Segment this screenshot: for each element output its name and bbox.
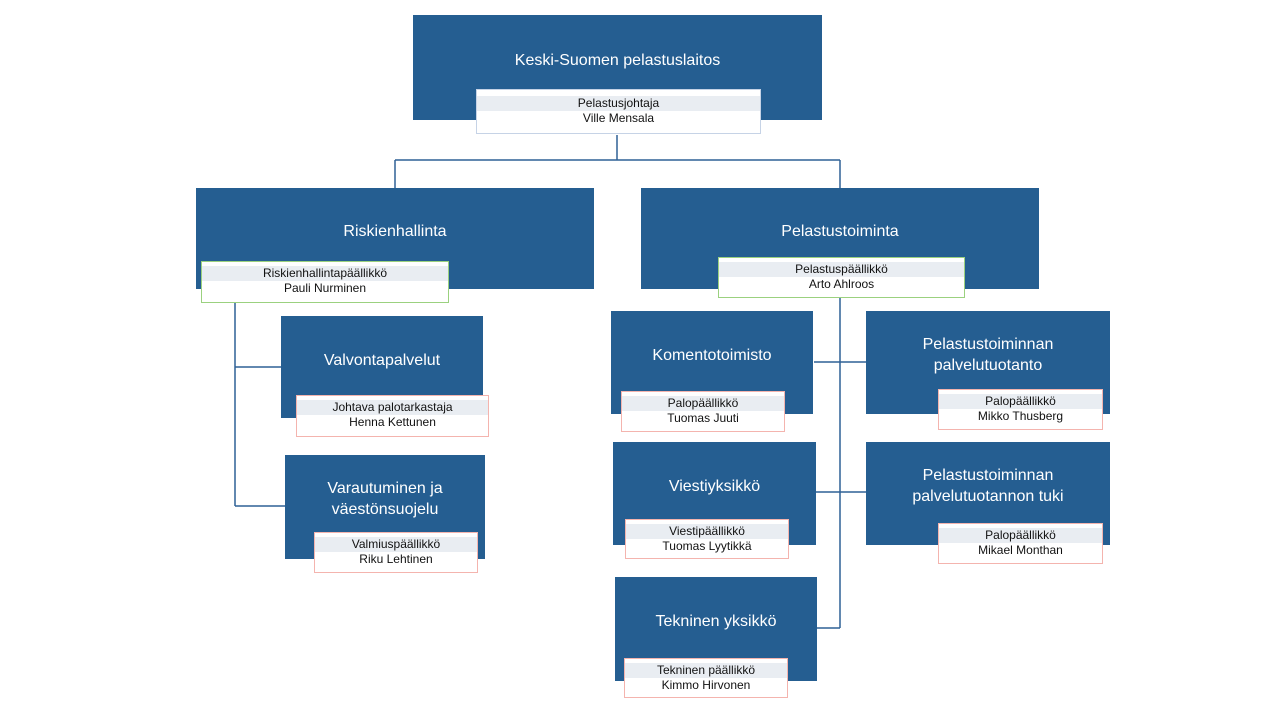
role-label: Pelastusjohtaja bbox=[477, 96, 760, 111]
unit-title: Pelastustoiminta bbox=[781, 223, 899, 240]
unit-pelastustoiminta: Pelastustoiminta bbox=[641, 188, 1039, 289]
card-palopaallikko-komentotoimisto: Palopäällikkö Tuomas Juuti bbox=[621, 391, 785, 432]
unit-title-line2: väestönsuojelu bbox=[331, 501, 439, 518]
person-name: Arto Ahlroos bbox=[808, 277, 875, 291]
person-name: Kimmo Hirvonen bbox=[661, 678, 751, 692]
card-palopaallikko-palvelutuotanto: Palopäällikkö Mikko Thusberg bbox=[938, 389, 1103, 430]
card-pelastusjohtaja: Pelastusjohtaja Ville Mensala bbox=[476, 89, 761, 134]
card-pelastuspaallikko: Pelastuspäällikkö Arto Ahlroos bbox=[718, 257, 965, 298]
unit-title-line2: palvelutuotannon tuki bbox=[912, 488, 1064, 505]
card-riskienhallintapaallikko: Riskienhallintapäällikkö Pauli Nurminen bbox=[201, 261, 449, 303]
role-label: Tekninen päällikkö bbox=[625, 663, 787, 678]
role-label: Viestipäällikkö bbox=[626, 524, 788, 539]
unit-title: Komentotoimisto bbox=[652, 347, 772, 364]
person-name: Mikko Thusberg bbox=[977, 409, 1064, 423]
unit-title-line2: palvelutuotanto bbox=[933, 357, 1043, 374]
person-name: Henna Kettunen bbox=[349, 415, 436, 429]
unit-title: Valvontapalvelut bbox=[323, 352, 441, 369]
person-name: Tuomas Lyytikkä bbox=[662, 539, 752, 553]
role-label: Palopäällikkö bbox=[939, 394, 1102, 409]
role-label: Palopäällikkö bbox=[622, 396, 784, 411]
unit-title: Riskienhallinta bbox=[343, 223, 447, 240]
role-label: Palopäällikkö bbox=[939, 528, 1102, 543]
role-label: Pelastuspäällikkö bbox=[719, 262, 964, 277]
unit-title: Viestiyksikkö bbox=[668, 478, 761, 495]
unit-title: Tekninen yksikkö bbox=[655, 613, 777, 630]
unit-title-line1: Varautuminen ja bbox=[327, 480, 443, 497]
card-tekninen-paallikko: Tekninen päällikkö Kimmo Hirvonen bbox=[624, 658, 788, 698]
person-name: Pauli Nurminen bbox=[283, 281, 367, 295]
person-name: Ville Mensala bbox=[582, 111, 655, 125]
card-johtava-palotarkastaja: Johtava palotarkastaja Henna Kettunen bbox=[296, 395, 489, 437]
role-label: Valmiuspäällikkö bbox=[315, 537, 477, 552]
unit-title-line1: Pelastustoiminnan bbox=[922, 467, 1054, 484]
person-name: Tuomas Juuti bbox=[667, 411, 739, 425]
unit-title-line1: Pelastustoiminnan bbox=[922, 336, 1054, 353]
unit-title: Keski-Suomen pelastuslaitos bbox=[514, 52, 721, 69]
role-label: Riskienhallintapäällikkö bbox=[202, 266, 448, 281]
card-viestipaallikko: Viestipäällikkö Tuomas Lyytikkä bbox=[625, 519, 789, 559]
person-name: Riku Lehtinen bbox=[359, 552, 433, 566]
person-name: Mikael Monthan bbox=[978, 543, 1063, 557]
card-palopaallikko-palvelutuotannon-tuki: Palopäällikkö Mikael Monthan bbox=[938, 523, 1103, 564]
card-valmiuspaallikko: Valmiuspäällikkö Riku Lehtinen bbox=[314, 532, 478, 573]
role-label: Johtava palotarkastaja bbox=[297, 400, 488, 415]
